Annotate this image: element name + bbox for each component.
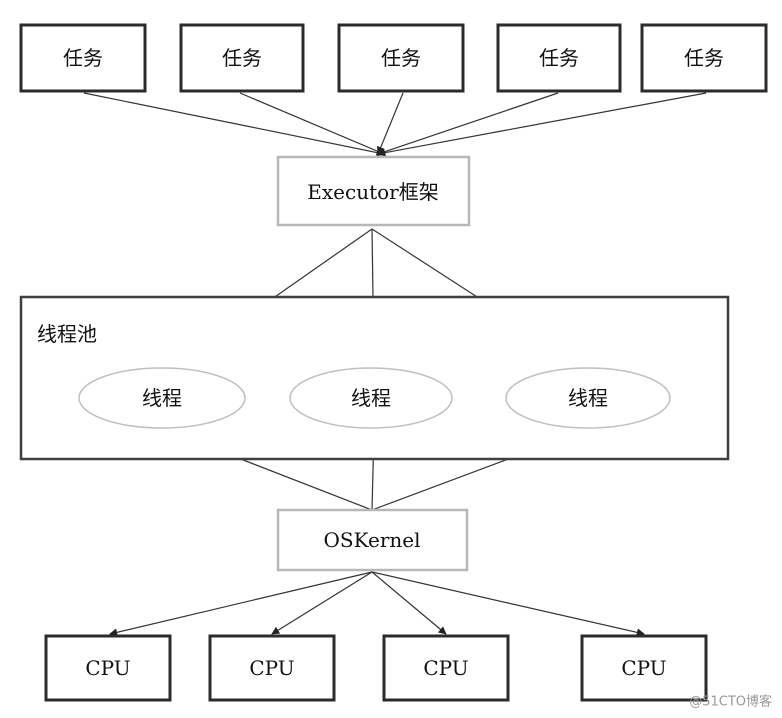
edge-task-4-to-executor [377,92,559,156]
edge-kernel-to-cpu-3 [371,571,447,635]
thread-label: 线程 [568,386,608,410]
cpu-box: CPU [580,634,708,702]
executor-box: Executor框架 [276,155,471,227]
edge-task-2-to-executor [239,92,385,155]
thread-label: 线程 [142,386,182,410]
task-box: 任务 [337,23,465,93]
task-label: 任务 [381,46,421,70]
task-row: 任务 任务 任务 任务 任务 [19,23,768,93]
edge-kernel-to-cpu-2 [271,571,373,635]
task-box: 任务 [19,23,147,93]
cpu-label: CPU [423,656,468,680]
edge-kernel-to-cpu-4 [371,571,645,637]
os-kernel-box: OSKernel [276,508,469,572]
task-label: 任务 [63,46,103,70]
task-box: 任务 [640,23,768,93]
task-label: 任务 [684,46,724,70]
os-kernel-label: OSKernel [323,528,420,552]
thread-pool-label: 线程池 [37,322,97,346]
task-label: 任务 [222,46,262,70]
cpu-label: CPU [249,656,294,680]
cpu-label: CPU [621,656,666,680]
edge-kernel-to-cpu-1 [109,571,373,637]
thread-node: 线程 [505,367,671,429]
executor-label: Executor框架 [307,180,438,204]
cpu-box: CPU [208,634,336,702]
cpu-box: CPU [382,634,510,702]
edge-task-1-to-executor [83,92,385,157]
thread-pool: 线程池 线程 线程 线程 [19,295,730,461]
task-box: 任务 [496,23,622,93]
cpu-box: CPU [44,634,172,702]
thread-node: 线程 [78,367,246,429]
thread-label: 线程 [351,386,391,410]
task-box: 任务 [179,23,305,93]
task-label: 任务 [539,46,579,70]
edge-task-3-to-executor [377,92,404,155]
cpu-row: CPU CPU CPU CPU [44,634,708,702]
thread-node: 线程 [289,367,453,429]
edge-task-5-to-executor [377,92,707,157]
watermark: @51CTO博客 [689,694,772,710]
cpu-label: CPU [85,656,130,680]
